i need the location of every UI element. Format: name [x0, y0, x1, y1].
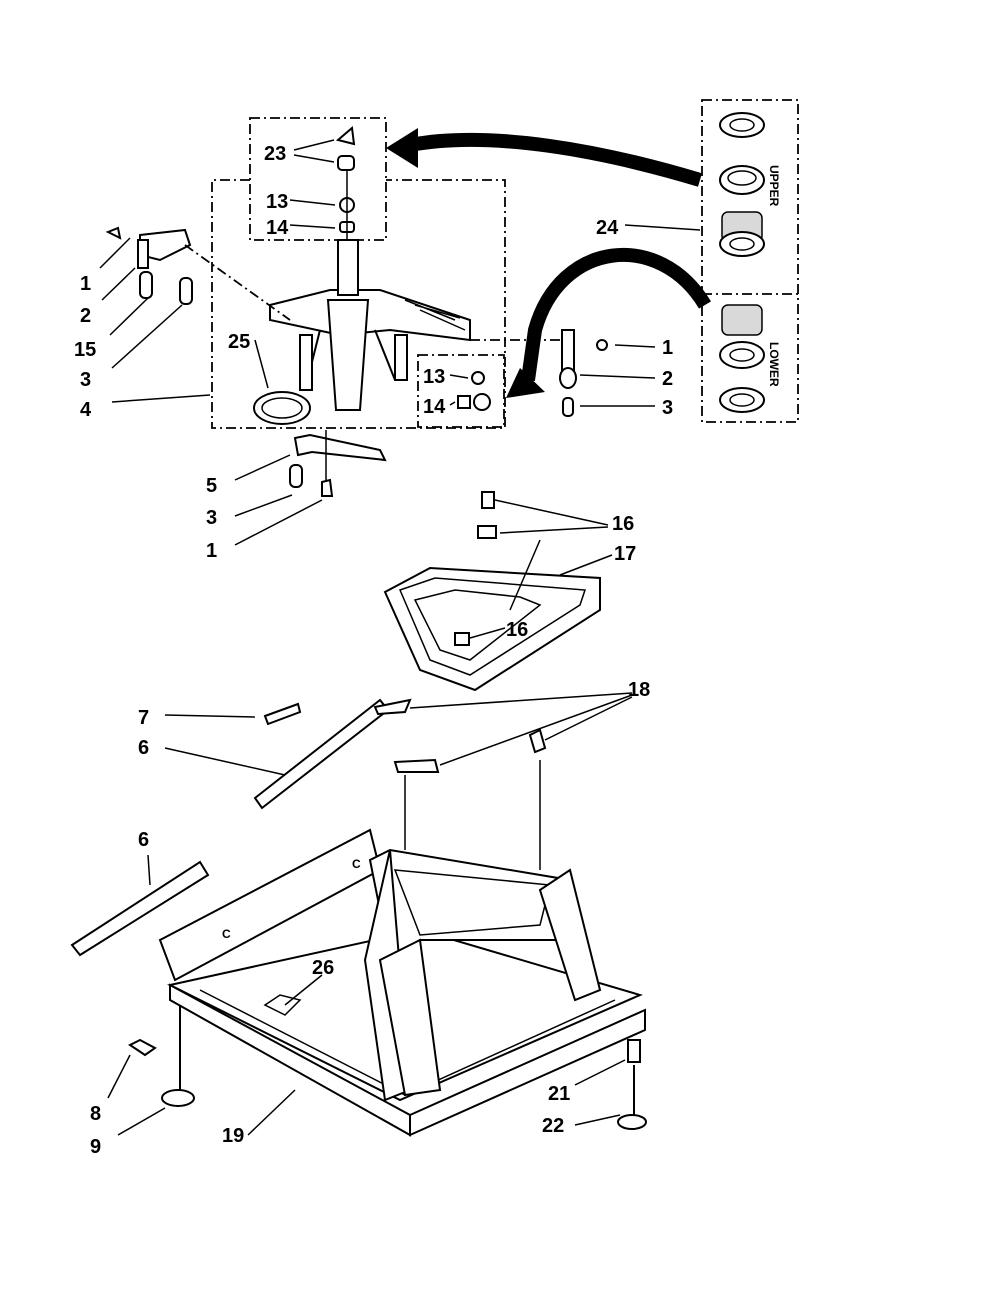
label-3-upper-left: 3	[80, 369, 91, 391]
right-bracket-parts	[470, 329, 608, 417]
label-18: 18	[628, 679, 650, 701]
label-16-lower: 16	[506, 619, 528, 641]
hub-callout-box	[249, 117, 387, 241]
label-1-right: 1	[662, 337, 673, 359]
inset-upper-text: UPPER	[767, 165, 781, 207]
label-2-right: 2	[662, 368, 673, 390]
label-16-upper: 16	[612, 513, 634, 535]
label-4: 4	[80, 399, 92, 421]
upper-bearing-set	[719, 112, 765, 257]
label-7: 7	[138, 707, 149, 729]
drive-assembly	[253, 239, 471, 425]
marking-c2: C	[352, 857, 361, 871]
label-15: 15	[74, 339, 96, 361]
drive-assembly-box	[211, 179, 506, 429]
inset-lower-text: LOWER	[767, 342, 781, 387]
leader-lines	[99, 139, 701, 1136]
label-1-lower: 1	[206, 540, 217, 562]
label-25: 25	[228, 331, 250, 353]
base-frame: C C	[158, 760, 646, 1137]
label-14-hub: 14	[266, 217, 289, 239]
lower-bracket-parts	[289, 430, 387, 497]
left-bracket-parts	[105, 226, 291, 321]
hub-nut-parts	[335, 126, 356, 240]
bearing-inset-box	[701, 99, 799, 423]
label-9: 9	[90, 1136, 101, 1158]
lower-callout-box	[417, 354, 505, 428]
label-2-upper-left: 2	[80, 305, 91, 327]
label-14-lower: 14	[423, 396, 446, 418]
label-13-hub: 13	[266, 191, 288, 213]
marking-c1: C	[222, 927, 231, 941]
label-13-lower: 13	[423, 366, 445, 388]
feet-and-legs	[128, 1005, 647, 1130]
label-1-upper-left: 1	[80, 273, 91, 295]
label-6-upper: 6	[138, 737, 149, 759]
label-19: 19	[222, 1125, 244, 1147]
label-5: 5	[206, 475, 217, 497]
upper-frame	[383, 491, 601, 692]
label-3-right: 3	[662, 397, 673, 419]
lower-bearing-set	[719, 304, 765, 413]
label-23: 23	[264, 143, 286, 165]
label-26: 26	[312, 957, 334, 979]
label-21: 21	[548, 1083, 570, 1105]
lower-curved-arrow	[506, 248, 711, 398]
label-8: 8	[90, 1103, 101, 1125]
label-17: 17	[614, 543, 636, 565]
label-24: 24	[596, 217, 619, 239]
upper-curved-arrow	[386, 128, 703, 187]
label-6-lower: 6	[138, 829, 149, 851]
lower-callout-parts	[457, 371, 491, 411]
label-3-lower: 3	[206, 507, 217, 529]
label-22: 22	[542, 1115, 564, 1137]
rails-and-clips	[70, 698, 547, 957]
